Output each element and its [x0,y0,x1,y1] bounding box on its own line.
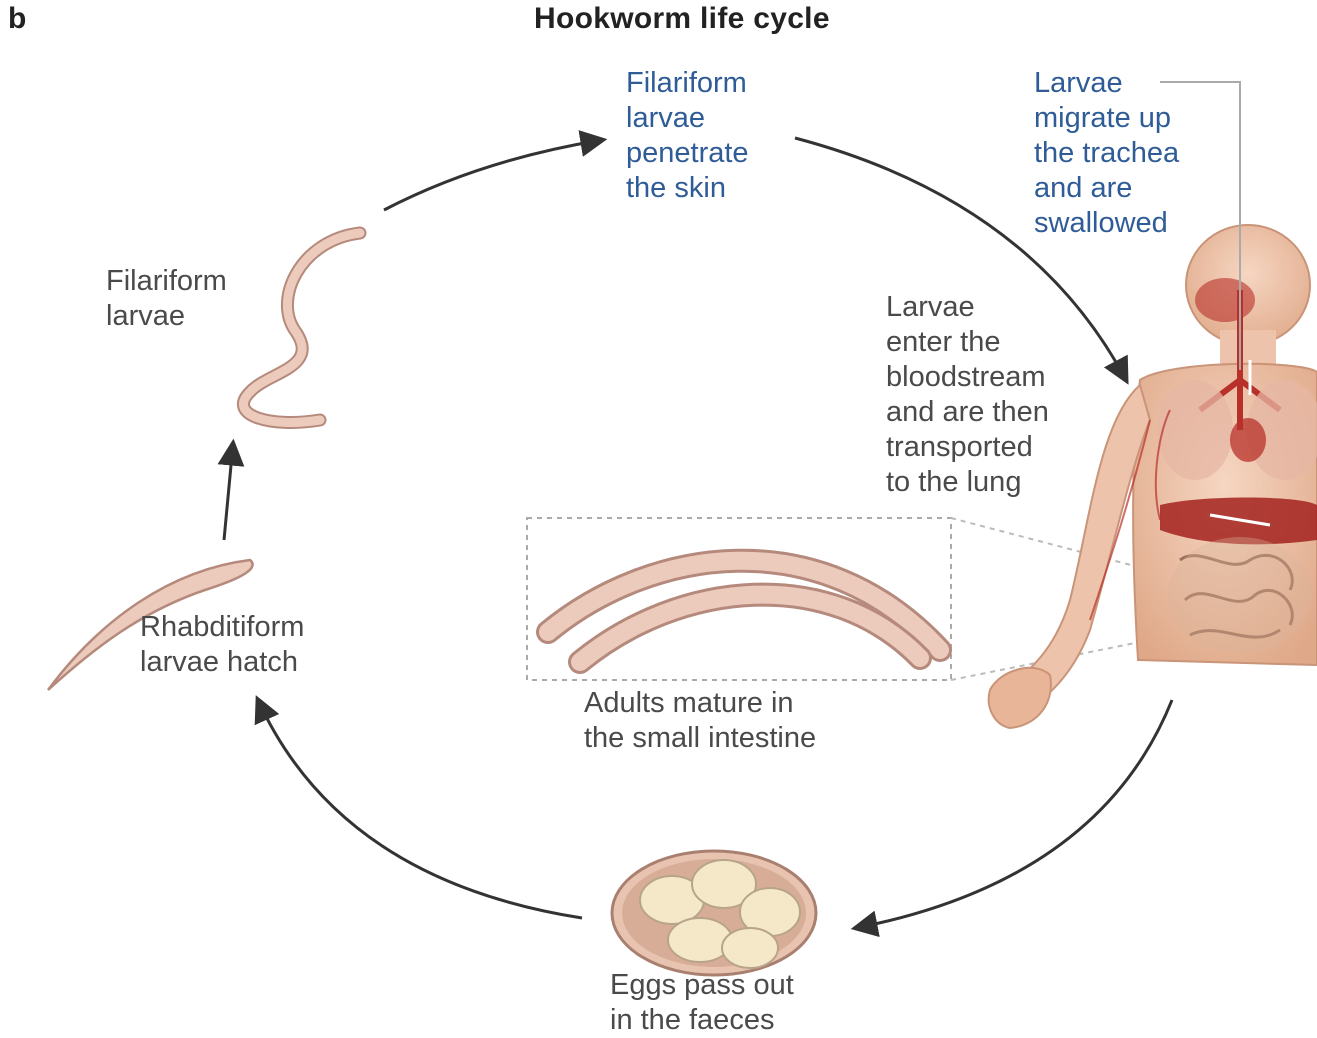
label-trachea: Larvae migrate up the trachea and are sw… [1034,66,1179,241]
filariform-larva-illustration [243,233,360,422]
cycle-arrows [224,138,1172,928]
panel-letter: b [8,2,26,36]
arrow-to-skin-penetration [384,140,602,210]
label-rhabditiform: Rhabditiform larvae hatch [140,610,304,680]
label-bloodstream: Larvae enter the bloodstream and are the… [886,290,1049,500]
label-penetrate-skin: Filariform larvae penetrate the skin [626,66,749,206]
arrow-hatch-to-filariform [224,444,233,540]
eggs-in-faeces-illustration [612,851,816,975]
label-filariform: Filariform larvae [106,264,227,334]
arrow-body-to-eggs [856,700,1172,928]
diagram-title: Hookworm life cycle [534,2,830,36]
label-adults: Adults mature in the small intestine [584,686,816,756]
label-eggs: Eggs pass out in the faeces [610,968,794,1038]
arrow-eggs-to-hatch [258,700,582,918]
